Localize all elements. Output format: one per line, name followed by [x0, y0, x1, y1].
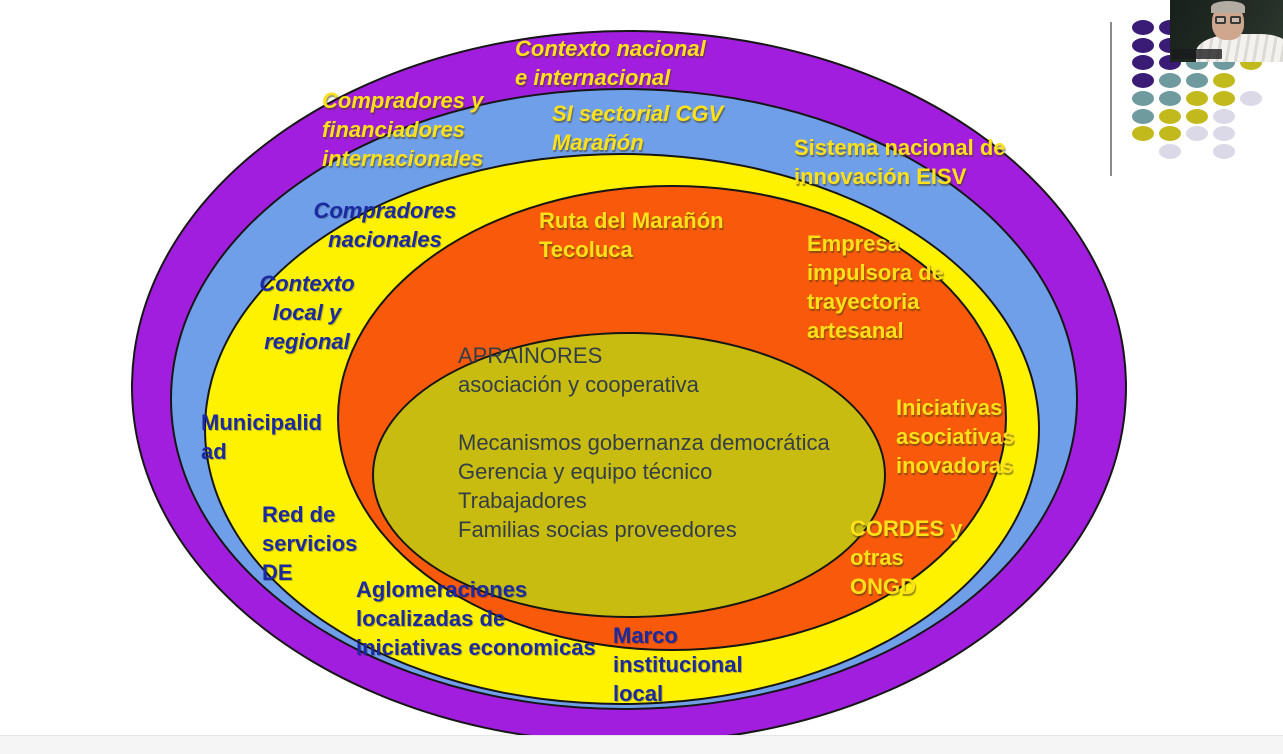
dot [1213, 126, 1235, 142]
dot [1159, 73, 1181, 89]
dot [1159, 126, 1181, 142]
label-contexto-local-regional: Contexto local y regional [259, 271, 355, 355]
label-compradores-nacionales: Compradores nacionales [313, 198, 457, 253]
slide-divider-line [1110, 22, 1112, 176]
label-contexto-nacional: Contexto nacional e internacional [515, 36, 706, 91]
dot [1132, 55, 1154, 71]
dot [1132, 37, 1154, 53]
person-hair [1211, 1, 1245, 13]
dot [1132, 126, 1154, 142]
label-sistema-nacional-innovacion: Sistema nacional de innovación EISV [794, 135, 1006, 190]
dot [1213, 108, 1235, 124]
dot [1240, 90, 1262, 106]
label-aglomeraciones: Aglomeraciones localizadas de iniciativa… [356, 577, 596, 661]
dot [1159, 108, 1181, 124]
label-municipalidad: Municipalid ad [201, 410, 322, 465]
webcam-thumbnail[interactable] [1170, 0, 1283, 62]
label-compradores-internacionales: Compradores y financiadores internaciona… [322, 88, 484, 172]
label-cordes-ongd: CORDES y otras ONGD [850, 516, 963, 600]
label-red-de-servicios: Red de servicios DE [262, 502, 358, 586]
dot [1186, 73, 1208, 89]
glasses-icon [1215, 16, 1241, 25]
dot [1186, 108, 1208, 124]
dot [1132, 108, 1154, 124]
label-aprainores-core-text: APRAINORES asociación y cooperativa Meca… [458, 343, 830, 542]
participant-name-label [1172, 49, 1222, 59]
dot [1159, 143, 1181, 159]
dot [1132, 73, 1154, 89]
bottom-strip [0, 735, 1283, 754]
dot [1213, 90, 1235, 106]
dots-pattern [1132, 20, 1282, 170]
dot [1213, 73, 1235, 89]
label-marco-institucional: Marco institucional local [613, 623, 743, 707]
dot [1132, 90, 1154, 106]
label-ruta-del-maranon: Ruta del Marañón Tecoluca [539, 208, 724, 263]
label-empresa-impulsora: Empresa impulsora de trayectoria artesan… [807, 231, 944, 344]
ellipse-aprainores-core [372, 332, 886, 618]
label-iniciativas-asociativas: Iniciativas asociativas inovadoras [896, 395, 1015, 479]
dot [1186, 90, 1208, 106]
label-si-sectorial-cgv: SI sectorial CGV Marañón [552, 101, 724, 156]
dot [1132, 20, 1154, 35]
dot [1213, 143, 1235, 159]
dot [1186, 126, 1208, 142]
dot [1159, 90, 1181, 106]
